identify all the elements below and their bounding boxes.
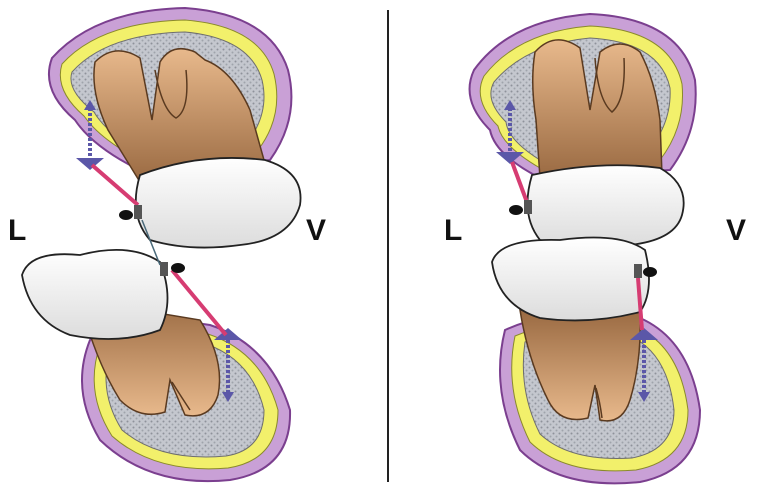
- lower-molar-crown-right: [492, 238, 649, 321]
- panel-left: [22, 8, 301, 481]
- upper-molar-crown-right: [528, 165, 684, 246]
- label-vestibular-left: V: [306, 216, 326, 246]
- panel-right: [470, 14, 700, 483]
- upper-molar-crown: [136, 158, 301, 248]
- lower-molar-crown: [22, 250, 168, 339]
- label-lingual-right: L: [444, 216, 462, 246]
- label-lingual-left: L: [8, 216, 26, 246]
- upper-elastic-chain: [92, 165, 138, 205]
- label-vestibular-right: V: [726, 216, 746, 246]
- upper-button-attachment-right: [509, 200, 532, 215]
- lower-button-attachment: [160, 262, 185, 276]
- upper-button-attachment: [119, 205, 142, 220]
